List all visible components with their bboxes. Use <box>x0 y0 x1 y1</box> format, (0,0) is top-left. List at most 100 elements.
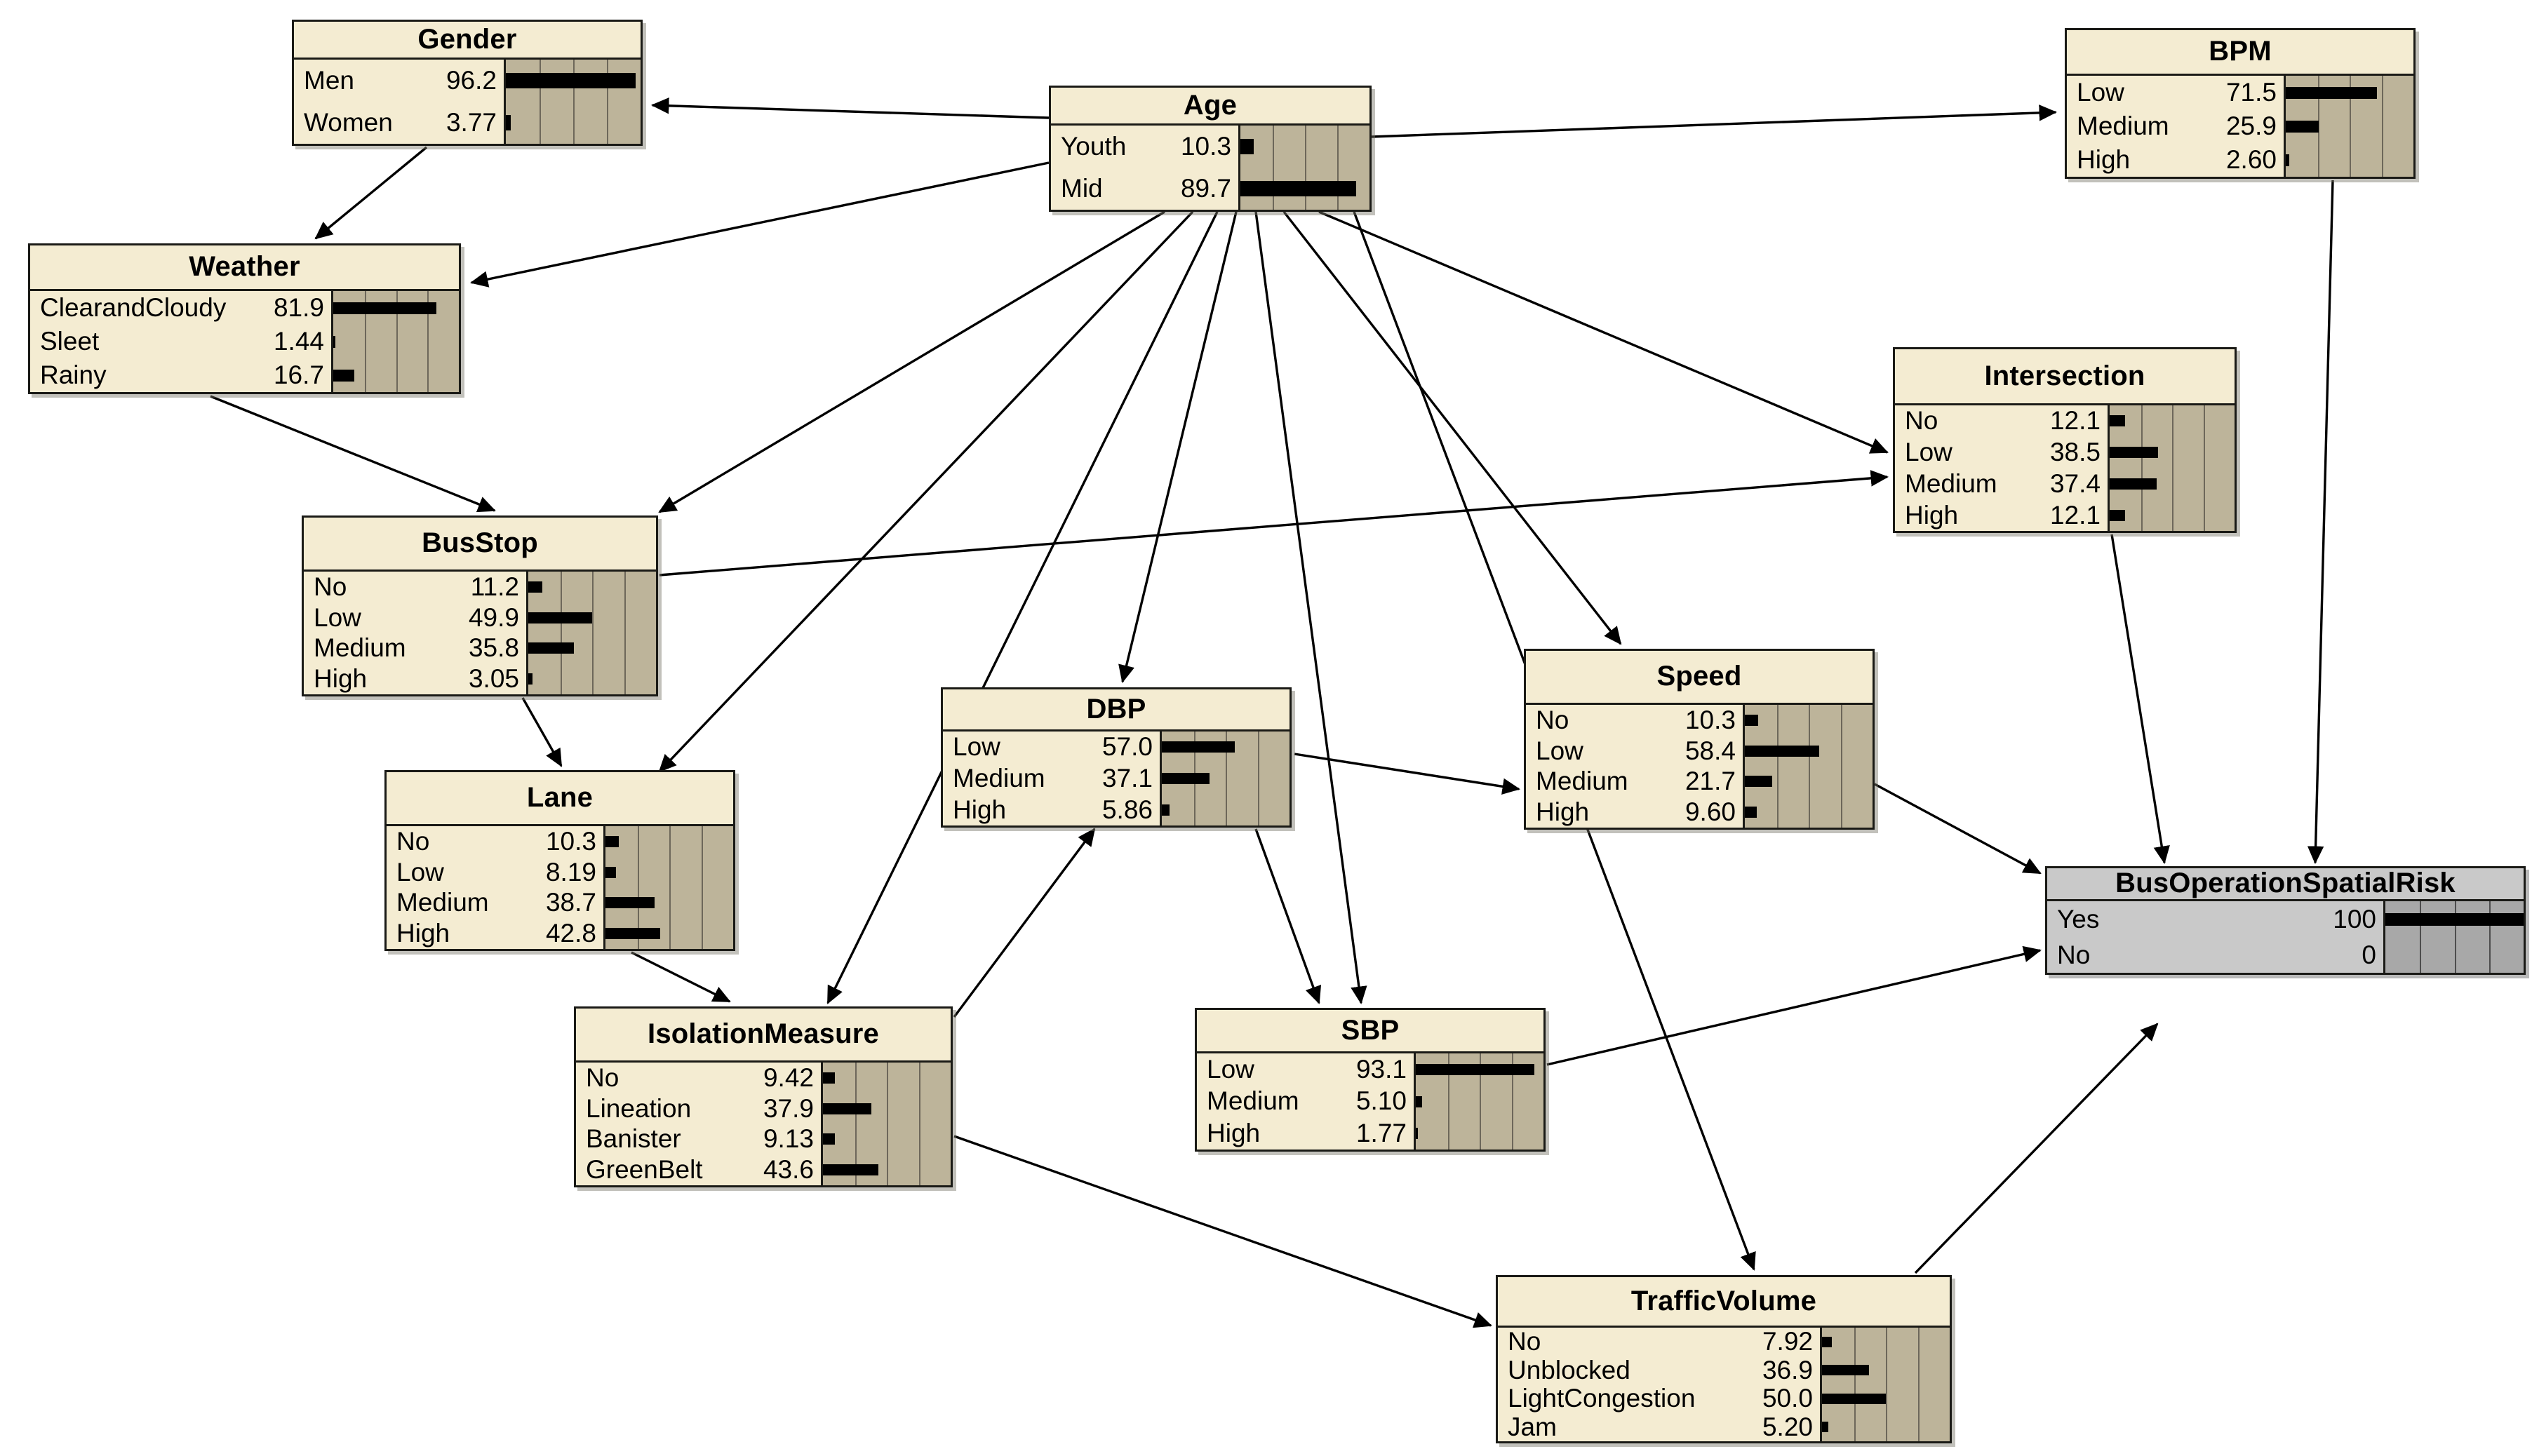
bar-gridline <box>2141 405 2143 531</box>
state-probability-value: 36.9 <box>1762 1355 1813 1384</box>
state-probability-value: 96.2 <box>446 66 497 95</box>
state-row[interactable]: Unblocked 36.9 <box>1498 1356 1820 1385</box>
state-probability-value: 5.20 <box>1762 1412 1813 1441</box>
edge-age-to-sbp <box>1254 211 1367 1005</box>
node-title: Lane <box>387 772 733 826</box>
bar-gridline <box>1854 1328 1856 1441</box>
bar-gridline <box>1917 1328 1920 1441</box>
state-label: Unblocked <box>1508 1355 1630 1384</box>
state-label: High <box>314 664 368 694</box>
bar-gridline <box>918 1063 920 1185</box>
edge-bpm-to-risk <box>2307 180 2334 865</box>
state-label: LightCongestion <box>1508 1384 1696 1413</box>
state-label: Medium <box>1905 469 1997 498</box>
state-probability-value: 50.0 <box>1762 1384 1813 1413</box>
bar-gridline <box>2454 901 2456 973</box>
state-label: No <box>2057 940 2091 969</box>
bar-gridline <box>2420 901 2422 973</box>
state-label: Medium <box>953 763 1045 793</box>
state-label: Jam <box>1508 1412 1557 1441</box>
state-label: Low <box>1536 736 1583 765</box>
state-probability-value: 10.3 <box>1180 132 1231 161</box>
node-title: Gender <box>294 22 641 60</box>
state-label: Medium <box>396 888 489 917</box>
bar-gridline <box>1511 1053 1513 1150</box>
probability-bar <box>1240 139 1254 154</box>
probability-bar-chart <box>1162 732 1290 825</box>
bar-gridline <box>1447 1053 1449 1150</box>
bar-gridline <box>1305 126 1306 210</box>
state-probability-value: 100 <box>2333 904 2376 933</box>
state-probability-value: 1.44 <box>273 327 324 356</box>
probability-bar <box>1822 1422 1829 1432</box>
probability-bar-chart <box>2385 901 2524 973</box>
state-probability-value: 93.1 <box>1355 1054 1407 1084</box>
node-title: SBP <box>1197 1010 1543 1053</box>
edge-busstop-to-lane <box>521 697 563 767</box>
state-label: No <box>396 826 430 856</box>
state-probability-value: 49.9 <box>468 602 519 632</box>
bar-gridline <box>2172 405 2173 531</box>
state-row[interactable]: Jam 5.20 <box>1498 1413 1820 1442</box>
probability-bar <box>528 642 575 654</box>
state-label: Medium <box>2077 112 2169 140</box>
state-probability-value: 38.5 <box>2049 438 2101 467</box>
state-row[interactable]: LightCongestion 50.0 <box>1498 1384 1820 1413</box>
